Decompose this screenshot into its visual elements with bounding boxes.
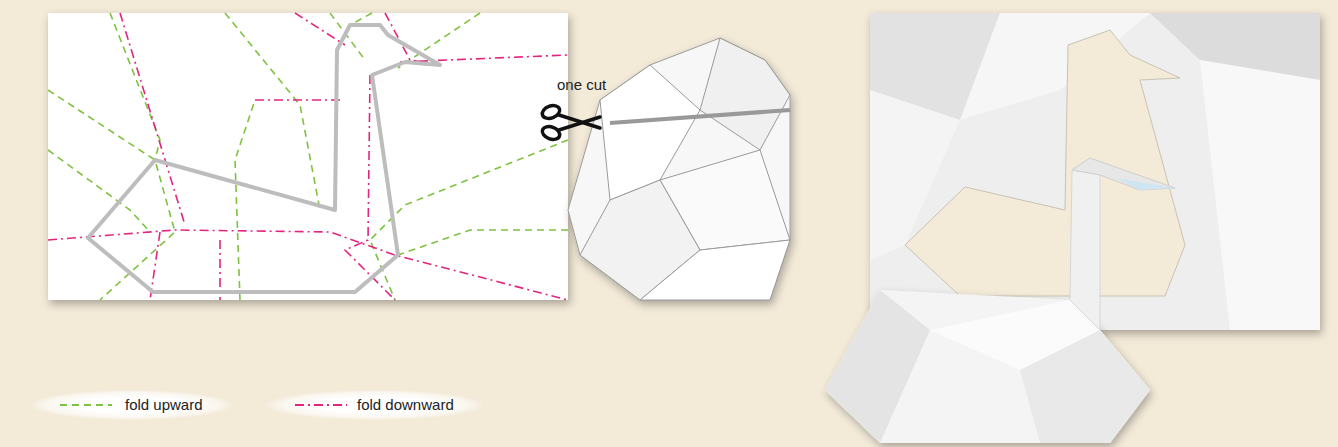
scissors-icon	[540, 103, 600, 141]
legend-text: fold downward	[357, 396, 454, 413]
crease-pattern	[48, 13, 568, 300]
legend-text: fold upward	[125, 396, 203, 413]
annotation-label: one cut	[557, 76, 606, 93]
legend-line-sample	[295, 402, 347, 408]
legend-line-sample	[60, 402, 112, 408]
cut-result	[825, 13, 1320, 443]
